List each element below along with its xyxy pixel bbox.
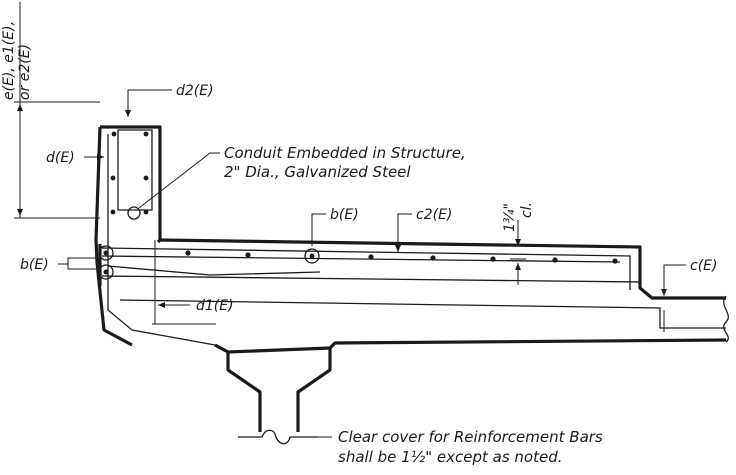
barrier-outline	[100, 125, 162, 244]
cover-note-line2: shall be 1½" except as noted.	[338, 448, 563, 466]
top-rebar-line	[101, 255, 621, 263]
label-e2: or e2(E)	[17, 44, 33, 100]
barrier-outer-face	[94, 126, 133, 347]
deck-top-surface	[159, 238, 726, 300]
barrier-inner-stirrup	[117, 129, 153, 211]
dim-b-mid-leader	[311, 213, 326, 246]
conduit-note-line2: 2" Dia., Galvanized Steel	[224, 163, 411, 181]
dim-d2-leader	[125, 89, 172, 117]
deck-top-inner	[101, 247, 631, 290]
haunch-left	[214, 343, 229, 354]
label-d1: d1(E)	[196, 298, 234, 314]
conduit-note-line1: Conduit Embedded in Structure,	[224, 144, 466, 162]
label-cover: 1¾"	[502, 203, 518, 232]
label-cl: cl.	[519, 202, 535, 218]
dim-c-leader	[661, 264, 686, 296]
deck-lower-surface	[227, 338, 727, 354]
right-break	[723, 295, 729, 343]
label-b-left: b(E)	[20, 257, 49, 273]
label-d2: d2(E)	[176, 83, 214, 99]
barrier-inner-line	[107, 134, 216, 346]
barrier-rebar-dots	[110, 131, 149, 215]
longitudinal-bars	[98, 245, 320, 280]
girder-break-line	[238, 429, 318, 445]
dim-c2-leader	[395, 213, 412, 252]
conduit-circle	[127, 206, 141, 220]
girder-outline	[226, 348, 332, 432]
label-d: d(E)	[46, 150, 75, 166]
bottom-rebar-line	[101, 275, 641, 283]
label-b-mid: b(E)	[330, 207, 359, 223]
deck-rebar-dots	[185, 250, 618, 264]
conduit-leader	[138, 152, 211, 209]
cover-note-line1: Clear cover for Reinforcement Bars	[338, 428, 603, 446]
label-c2: c2(E)	[416, 207, 452, 223]
label-c: c(E)	[690, 258, 717, 274]
deck-soffit	[107, 265, 321, 276]
label-e: e(E), e1(E),	[1, 21, 17, 100]
dim-b-left-leader	[58, 257, 96, 270]
deck-bottom-line	[119, 299, 726, 329]
